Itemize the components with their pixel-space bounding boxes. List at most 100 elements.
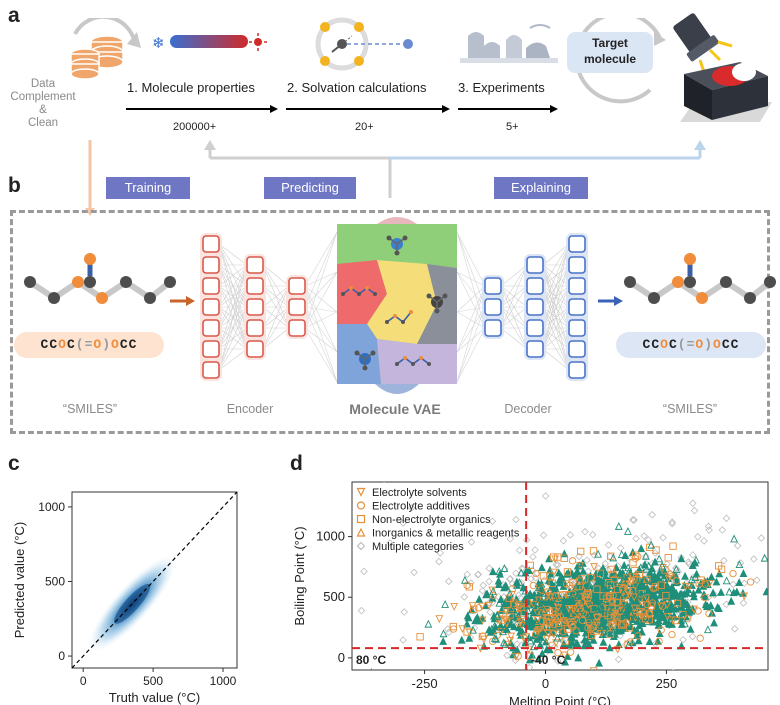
network-connection bbox=[304, 231, 338, 308]
scatter-point bbox=[661, 617, 670, 626]
scatter-point bbox=[715, 562, 723, 570]
scatter-point bbox=[532, 569, 540, 578]
scatter-point bbox=[460, 575, 469, 584]
scatter-point bbox=[655, 637, 663, 645]
network-connection bbox=[304, 285, 338, 353]
network-connection bbox=[542, 243, 570, 350]
network-connection bbox=[304, 231, 338, 329]
scatter-point bbox=[492, 634, 501, 643]
scatter-point bbox=[478, 602, 486, 611]
scatter-point bbox=[494, 580, 503, 589]
scatter-point bbox=[574, 589, 583, 598]
network-node bbox=[526, 277, 544, 295]
scatter-point bbox=[399, 519, 407, 527]
scatter-point bbox=[548, 579, 556, 588]
scatter-point bbox=[589, 547, 598, 555]
smiles-output-right: CCOC(=O)OCC bbox=[616, 332, 766, 358]
scatter-point bbox=[416, 633, 424, 641]
network-connection bbox=[304, 306, 338, 383]
scatter-point bbox=[632, 534, 640, 543]
scatter-point bbox=[564, 625, 572, 633]
scatter-point bbox=[546, 572, 555, 580]
scatter-point bbox=[543, 622, 551, 630]
scatter-point bbox=[506, 535, 515, 543]
latent-chain-atom bbox=[395, 362, 399, 366]
smiles-char: C bbox=[642, 337, 652, 352]
scatter-point bbox=[567, 597, 576, 605]
scatter-point bbox=[611, 612, 619, 620]
scatter-point bbox=[552, 560, 560, 569]
scatter-point bbox=[588, 597, 597, 606]
scatter-point bbox=[567, 632, 575, 641]
scatter-point bbox=[551, 597, 559, 606]
scatter-point bbox=[595, 658, 603, 667]
network-connection bbox=[456, 306, 486, 353]
network-connection bbox=[456, 271, 486, 308]
scatter-point bbox=[554, 604, 563, 613]
latent-chain-atom bbox=[349, 286, 353, 290]
scatter-point bbox=[685, 582, 694, 591]
scatter-point bbox=[729, 569, 737, 578]
scatter-point bbox=[516, 627, 524, 636]
scatter-point bbox=[508, 585, 517, 593]
scatter-point bbox=[644, 536, 653, 544]
scatter-point bbox=[529, 581, 537, 590]
scatter-point bbox=[534, 634, 543, 643]
scatter-point bbox=[552, 595, 561, 604]
scatter-point bbox=[575, 552, 583, 561]
scatter-point bbox=[650, 584, 658, 593]
network-connection bbox=[304, 306, 338, 353]
scatter-point bbox=[441, 600, 450, 608]
scatter-point bbox=[549, 614, 558, 623]
scatter-point bbox=[589, 667, 598, 670]
smiles-char: C bbox=[66, 337, 76, 352]
scatter-point bbox=[506, 606, 515, 615]
scatter-point bbox=[549, 630, 558, 639]
scatter-point bbox=[512, 515, 520, 524]
scatter-point bbox=[632, 575, 641, 584]
network-connection bbox=[218, 264, 248, 329]
network-connection bbox=[456, 231, 486, 308]
scatter-point bbox=[574, 592, 583, 601]
latent-chain-atom bbox=[419, 356, 423, 360]
data-clean-label: Data Complement & Clean bbox=[10, 78, 76, 129]
network-connection bbox=[542, 327, 570, 350]
scatter-point bbox=[482, 590, 491, 599]
scatter-point bbox=[475, 604, 483, 612]
scatter-point bbox=[517, 618, 525, 626]
scatter-point bbox=[581, 628, 590, 637]
scatter-point bbox=[386, 539, 394, 547]
scatter-point bbox=[566, 610, 575, 618]
scatter-point bbox=[677, 589, 686, 598]
scatter-point bbox=[746, 578, 755, 586]
scatter-point bbox=[617, 625, 626, 634]
scatter-point bbox=[690, 506, 699, 515]
scatter-point bbox=[668, 518, 676, 526]
y-tick-label: 500 bbox=[323, 589, 345, 604]
scatter-point bbox=[555, 623, 563, 631]
scatter-point bbox=[598, 574, 606, 583]
scatter-point bbox=[681, 598, 690, 607]
scatter-point bbox=[525, 620, 534, 628]
smiles-char: O bbox=[695, 337, 705, 352]
smiles-char: ( bbox=[75, 337, 85, 352]
scatter-point bbox=[604, 579, 612, 587]
scatter-point bbox=[599, 592, 607, 600]
network-connection bbox=[456, 231, 486, 329]
scatter-point bbox=[652, 610, 661, 619]
scatter-point bbox=[561, 657, 570, 666]
scatter-point bbox=[463, 611, 472, 620]
step-1-count: 200000+ bbox=[173, 121, 217, 133]
scatter-point bbox=[689, 589, 698, 598]
scatter-point bbox=[572, 639, 581, 647]
legend-label: Non-electrolyte organics bbox=[372, 514, 491, 526]
network-connection bbox=[456, 231, 486, 287]
scatter-point bbox=[569, 578, 577, 587]
scatter-point bbox=[370, 668, 373, 670]
scatter-point bbox=[672, 600, 680, 609]
network-connection bbox=[218, 306, 248, 371]
smiles-char: C bbox=[651, 337, 661, 352]
smiles-char: = bbox=[84, 337, 94, 352]
scatter-point bbox=[583, 639, 592, 648]
smiles-char: O bbox=[713, 337, 722, 352]
